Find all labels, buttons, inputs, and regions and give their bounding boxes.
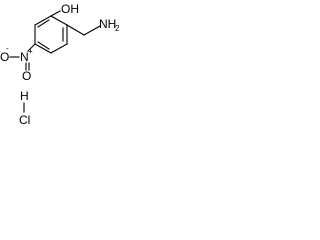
nitro-nitrogen-charge: + (28, 47, 33, 56)
nitro-oxygen-left-label: O (0, 50, 9, 64)
nitro-oxygen-charge: - (6, 44, 9, 53)
ch2-bond (66, 24, 85, 36)
salt-hydrogen-label: H (20, 89, 29, 103)
hydroxyl-label: OH (61, 2, 79, 16)
ring-double-bond-inner-top (37, 19, 50, 28)
ring-bond-c3-c4 (50, 43, 68, 54)
amine-label: NH (99, 17, 116, 31)
nitro-nitrogen-label: N (20, 50, 29, 64)
ring-bond-c6-c1 (34, 15, 52, 26)
ring-bond-c4-c5 (34, 43, 52, 54)
ring-bond-c1-c2 (50, 15, 68, 26)
amine-subscript: 2 (115, 24, 120, 33)
salt-chlorine-label: Cl (19, 113, 30, 127)
amine-bond (83, 25, 101, 36)
nitro-oxygen-top-label: O (22, 69, 31, 83)
ring-double-bond-inner-bottom (37, 41, 50, 50)
benzene-ring (34, 15, 68, 54)
nitro-bond (27, 43, 36, 52)
hydroxyl-bond (50, 10, 61, 17)
chemical-structure-diagram: OH NH 2 N + O O - H Cl (0, 2, 120, 127)
